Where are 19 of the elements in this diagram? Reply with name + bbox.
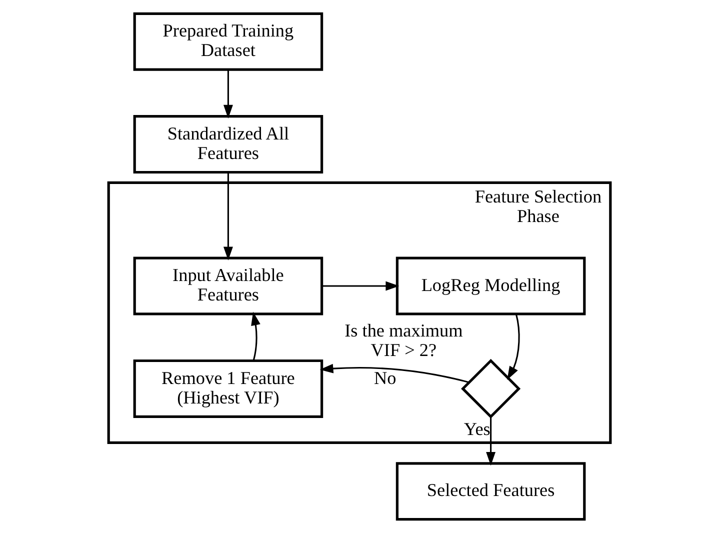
arrow <box>223 70 233 118</box>
arrow <box>507 314 520 380</box>
node-box: LogReg Modelling <box>396 256 586 316</box>
cluster <box>107 181 612 444</box>
node-box: Remove 1 Feature (Highest VIF) <box>133 359 324 418</box>
node-diamond <box>461 358 521 418</box>
node-box: Prepared Training Dataset <box>133 12 324 71</box>
arrow <box>251 312 260 361</box>
node-label: Feature Selection Phase <box>474 186 602 226</box>
arrow <box>320 364 470 384</box>
node-box: Selected Features <box>396 462 586 521</box>
node-box: Input Available Features <box>133 256 324 316</box>
arrow <box>322 281 400 291</box>
edge-label: No <box>374 368 396 388</box>
node-label: Is the maximum VIF > 2? <box>344 320 463 360</box>
edge-label: Yes <box>464 419 490 440</box>
node-box: Standardized All Features <box>133 115 324 174</box>
arrow <box>486 416 496 466</box>
arrow <box>223 172 233 260</box>
